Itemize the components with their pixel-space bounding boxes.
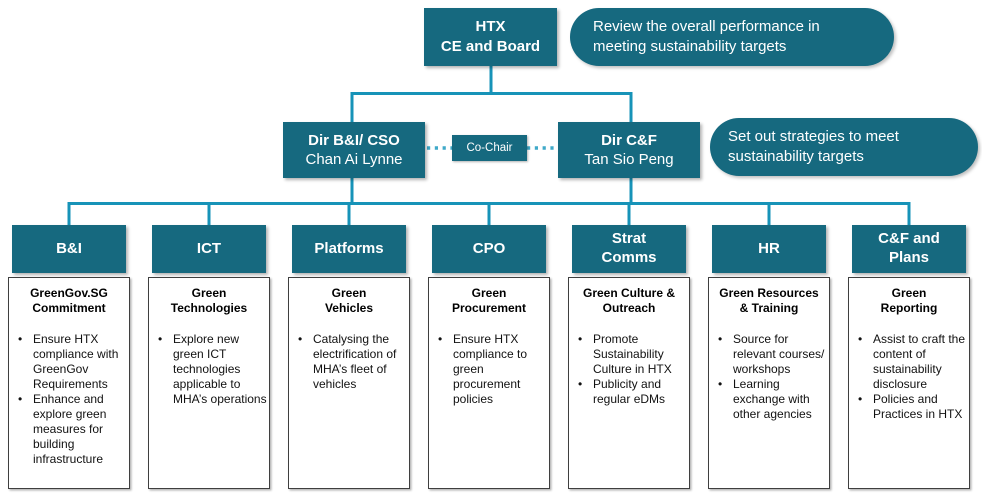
dir-bi-cso-title: Dir B&I/ CSO: [308, 131, 400, 149]
note-review-performance: Review the overall performance in meetin…: [570, 8, 894, 66]
bullet-item: Publicity and regular eDMs: [575, 377, 687, 407]
dir-bi-cso-name: Chan Ai Lynne: [305, 151, 403, 168]
dir-cf-title: Dir C&F: [601, 131, 657, 149]
bullet-item: Ensure HTX compliance with GreenGov Requ…: [15, 332, 127, 392]
dept-header-strat-comms: Strat Comms: [572, 225, 686, 273]
card-title: Green Vehicles: [324, 286, 374, 315]
dept-header-platforms: Platforms: [292, 225, 406, 273]
dir-cf-name: Tan Sio Peng: [584, 151, 674, 168]
card-title: GreenGov.SG Commitment: [30, 286, 108, 315]
bullet-item: Learning exchange with other agencies: [715, 377, 827, 422]
bullet-item: Enhance and explore green measures for b…: [15, 392, 127, 467]
card-title: Green Culture & Outreach: [582, 286, 675, 315]
htx-ce-board-box: HTX CE and Board: [424, 8, 557, 66]
dept-card-strat-comms: Green Culture & Outreach Promote Sustain…: [568, 277, 690, 489]
card-title: Green Resources & Training: [719, 286, 819, 315]
card-bullet-list: Explore new green ICT technologies appli…: [155, 332, 267, 407]
card-bullet-list: Source for relevant courses/ workshops L…: [715, 332, 827, 422]
bullet-item: Catalysing the electrification of MHA’s …: [295, 332, 407, 392]
dir-bi-cso-box: Dir B&I/ CSO Chan Ai Lynne: [283, 122, 425, 178]
dept-header-ict: ICT: [152, 225, 266, 273]
card-bullet-list: Ensure HTX compliance to green procureme…: [435, 332, 547, 407]
note-set-strategies: Set out strategies to meet sustainabilit…: [710, 118, 978, 176]
dir-cf-box: Dir C&F Tan Sio Peng: [558, 122, 700, 178]
dept-header-bi: B&I: [12, 225, 126, 273]
card-bullet-list: Promote Sustainability Culture in HTX Pu…: [575, 332, 687, 407]
card-title: Green Procurement: [451, 286, 527, 315]
dept-card-hr: Green Resources & Training Source for re…: [708, 277, 830, 489]
card-title: Green Reporting: [880, 286, 938, 315]
card-bullet-list: Ensure HTX compliance with GreenGov Requ…: [15, 332, 127, 467]
co-chair-label-box: Co-Chair: [452, 135, 527, 161]
card-title: Green Technologies: [170, 286, 248, 315]
bullet-item: Explore new green ICT technologies appli…: [155, 332, 267, 407]
card-bullet-list: Assist to craft the content of sustainab…: [855, 332, 967, 422]
dept-card-cpo: Green Procurement Ensure HTX compliance …: [428, 277, 550, 489]
bullet-item: Assist to craft the content of sustainab…: [855, 332, 967, 392]
dept-card-platforms: Green Vehicles Catalysing the electrific…: [288, 277, 410, 489]
dept-card-bi: GreenGov.SG Commitment Ensure HTX compli…: [8, 277, 130, 489]
dept-card-ict: Green Technologies Explore new green ICT…: [148, 277, 270, 489]
dept-header-hr: HR: [712, 225, 826, 273]
bullet-item: Ensure HTX compliance to green procureme…: [435, 332, 547, 407]
card-bullet-list: Catalysing the electrification of MHA’s …: [295, 332, 407, 392]
bullet-item: Source for relevant courses/ workshops: [715, 332, 827, 377]
dept-card-cf-plans: Green Reporting Assist to craft the cont…: [848, 277, 970, 489]
dept-header-cf-plans: C&F and Plans: [852, 225, 966, 273]
dept-header-cpo: CPO: [432, 225, 546, 273]
bullet-item: Promote Sustainability Culture in HTX: [575, 332, 687, 377]
bullet-item: Policies and Practices in HTX: [855, 392, 967, 422]
